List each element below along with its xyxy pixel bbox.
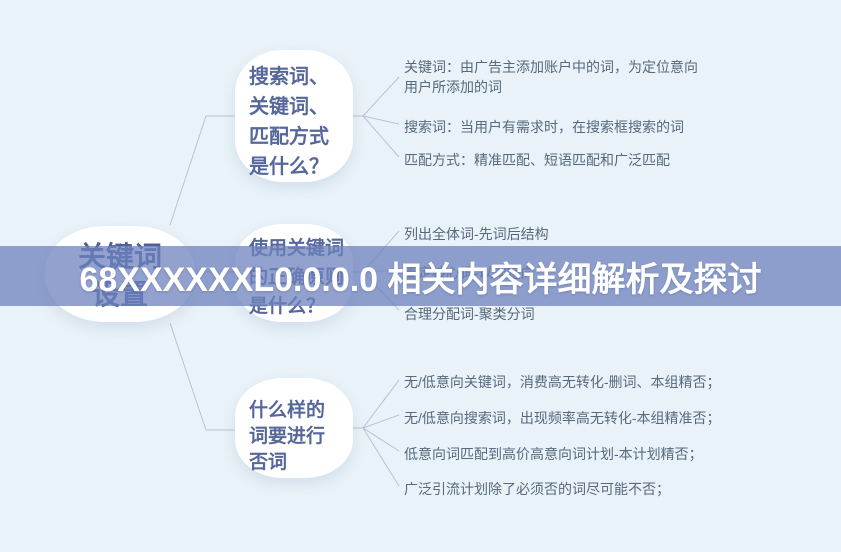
leaf-item[interactable]: 搜索词：当用户有需求时，在搜索框搜索的词 <box>404 119 684 135</box>
branch-node-line: 匹配方式 <box>249 126 329 148</box>
leaf-item[interactable]: 关键词：由广告主添加账户中的词，为定位意向用户所添加的词 <box>404 59 698 95</box>
branch-node-line: 词要进行 <box>249 426 326 447</box>
branch-node-line: 关键词、 <box>249 96 329 118</box>
leaf-item[interactable]: 无/低意向搜索词，出现频率高无转化-本组精准否； <box>404 410 721 426</box>
leaf-item[interactable]: 列出全体词-先词后结构 <box>404 226 549 242</box>
branch-node-line: 搜索词、 <box>249 66 329 88</box>
title-overlay-banner: 68XXXXXXL0.0.0.0 相关内容详细解析及探讨 <box>0 246 841 306</box>
leaf-item[interactable]: 广泛引流计划除了必须否的词尽可能不否； <box>404 481 670 497</box>
leaf-item[interactable]: 匹配方式：精准匹配、短语匹配和广泛匹配 <box>404 152 670 168</box>
leaf-item[interactable]: 无/低意向关键词，消费高无转化-删词、本组精否； <box>404 374 721 390</box>
banner-title: 68XXXXXXL0.0.0.0 相关内容详细解析及探讨 <box>79 260 762 299</box>
branch-node-what-are-terms[interactable]: 搜索词、 关键词、 匹配方式 是什么？ <box>235 50 353 182</box>
branch-node-line: 否词 <box>249 452 288 473</box>
branch-node-line: 是什么？ <box>249 156 329 178</box>
leaf-item[interactable]: 低意向词匹配到高价高意向词计划-本计划精否； <box>404 446 703 462</box>
branch-node-line: 什么样的 <box>249 400 326 421</box>
leaf-item[interactable]: 合理分配词-聚类分词 <box>404 306 535 322</box>
branch-node-negative-keywords[interactable]: 什么样的 词要进行 否词 <box>235 378 353 478</box>
